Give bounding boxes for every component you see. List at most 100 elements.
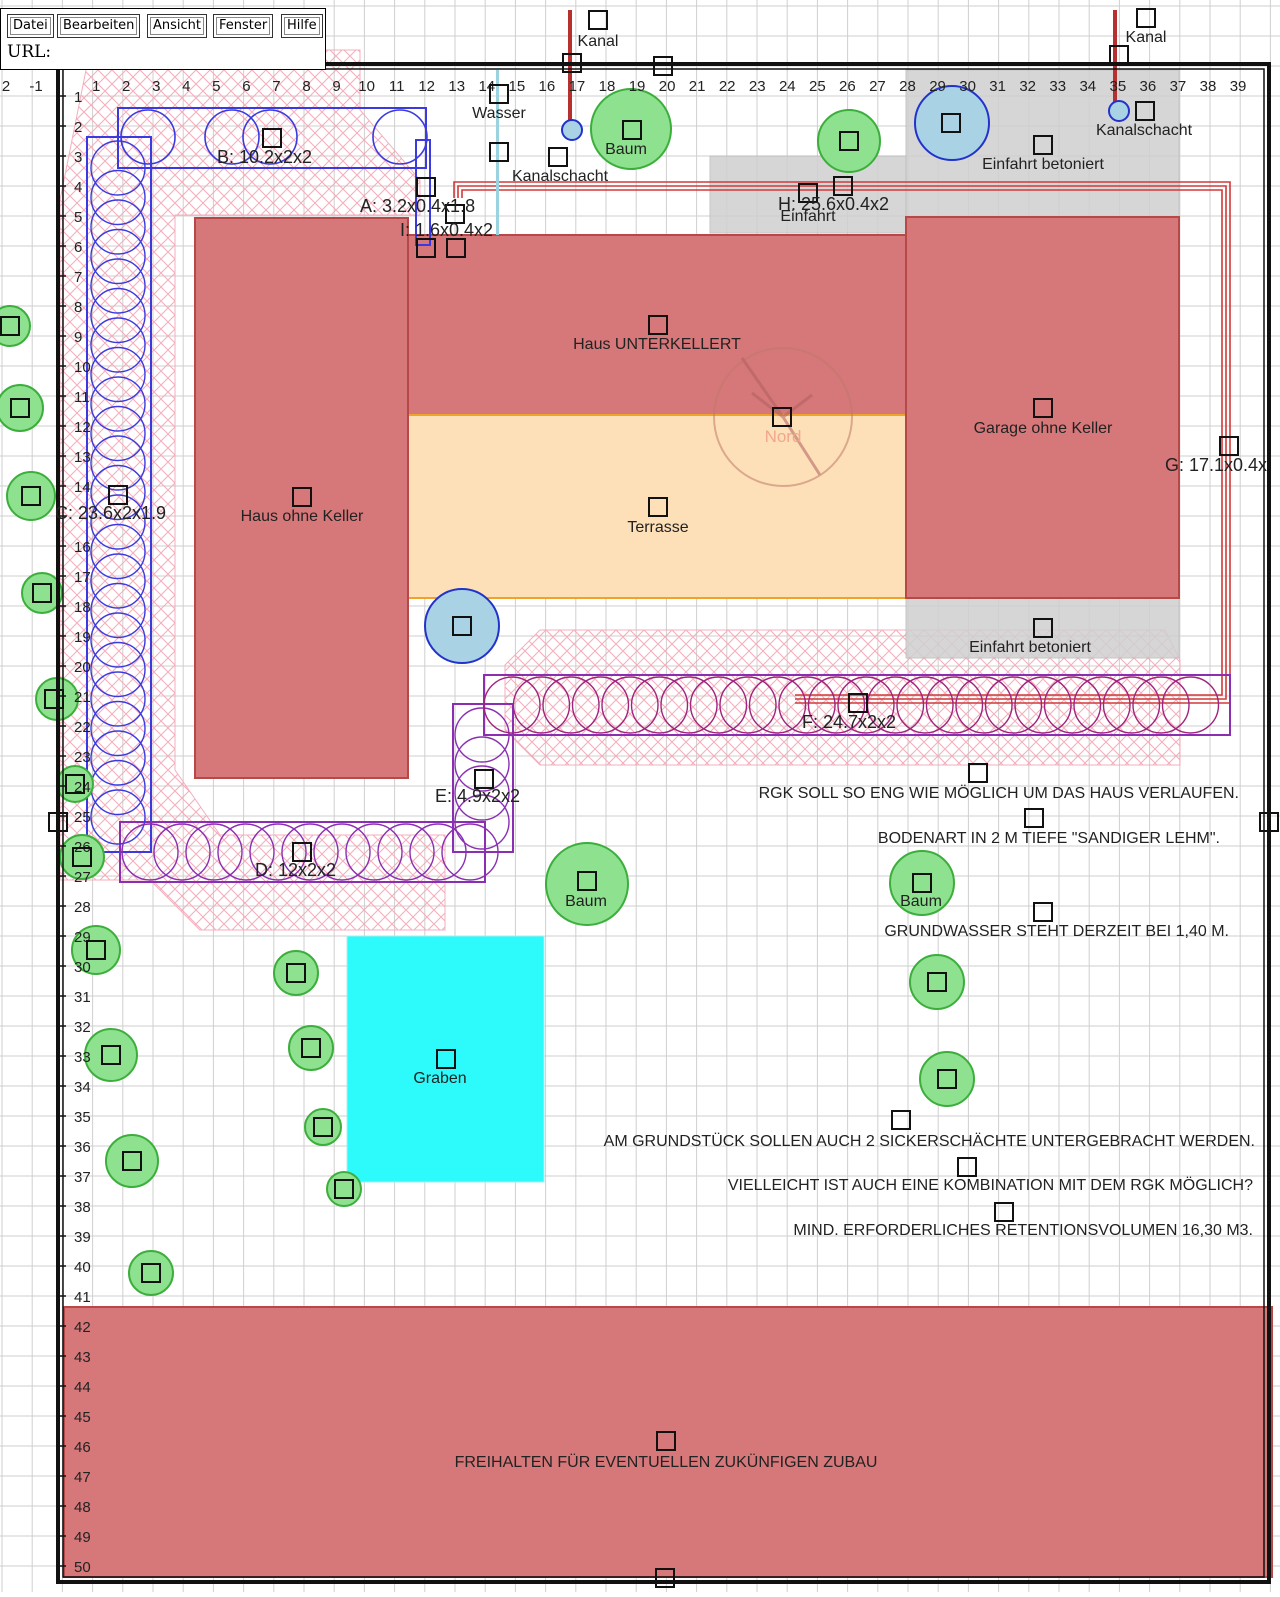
- selection-handle[interactable]: [941, 113, 961, 133]
- selection-handle[interactable]: [1033, 135, 1053, 155]
- tree[interactable]: [128, 1250, 174, 1296]
- selection-handle[interactable]: [839, 131, 859, 151]
- selection-handle[interactable]: [44, 689, 64, 709]
- selection-handle[interactable]: [416, 177, 436, 197]
- selection-handle[interactable]: [21, 486, 41, 506]
- selection-handle[interactable]: [1033, 902, 1053, 922]
- selection-handle[interactable]: [334, 1179, 354, 1199]
- sickerschacht[interactable]: [1108, 100, 1130, 122]
- selection-handle[interactable]: [489, 84, 509, 104]
- garage[interactable]: [905, 216, 1180, 599]
- selection-handle[interactable]: [1135, 101, 1155, 121]
- selection-handle[interactable]: [1109, 45, 1129, 65]
- selection-handle[interactable]: [108, 485, 128, 505]
- selection-handle[interactable]: [957, 1157, 977, 1177]
- selection-handle[interactable]: [10, 398, 30, 418]
- selection-handle[interactable]: [489, 142, 509, 162]
- selection-handle[interactable]: [577, 871, 597, 891]
- selection-handle[interactable]: [653, 56, 673, 76]
- selection-handle[interactable]: [1259, 812, 1279, 832]
- tree[interactable]: [919, 1051, 975, 1107]
- selection-handle[interactable]: [262, 128, 282, 148]
- tree[interactable]: [304, 1108, 342, 1146]
- selection-handle[interactable]: [445, 204, 465, 224]
- tree[interactable]: [273, 950, 319, 996]
- selection-handle[interactable]: [927, 972, 947, 992]
- selection-handle[interactable]: [65, 774, 85, 794]
- selection-handle[interactable]: [122, 1151, 142, 1171]
- selection-handle[interactable]: [474, 769, 494, 789]
- tree[interactable]: [326, 1171, 362, 1207]
- selection-handle[interactable]: [436, 1049, 456, 1069]
- tree[interactable]: [105, 1134, 159, 1188]
- selection-handle[interactable]: [562, 53, 582, 73]
- selection-handle[interactable]: [994, 1202, 1014, 1222]
- selection-handle[interactable]: [301, 1038, 321, 1058]
- selection-handle[interactable]: [1136, 8, 1156, 28]
- menu-bearbeiten[interactable]: Bearbeiten: [57, 14, 141, 38]
- selection-handle[interactable]: [968, 763, 988, 783]
- selection-handle[interactable]: [313, 1117, 333, 1137]
- house-without-basement[interactable]: [194, 217, 409, 779]
- selection-handle[interactable]: [891, 1110, 911, 1130]
- graben[interactable]: [346, 935, 545, 1183]
- house-with-basement[interactable]: [406, 234, 907, 416]
- tree[interactable]: [817, 109, 881, 173]
- tree[interactable]: [84, 1028, 138, 1082]
- selection-handle[interactable]: [772, 407, 792, 427]
- selection-handle[interactable]: [848, 693, 868, 713]
- menu-hilfe[interactable]: Hilfe: [281, 14, 323, 38]
- trench-circle: [90, 317, 146, 373]
- sickerschacht[interactable]: [561, 119, 583, 141]
- selection-handle[interactable]: [0, 316, 20, 336]
- selection-handle[interactable]: [32, 583, 52, 603]
- future-extension-area[interactable]: [63, 1306, 1273, 1578]
- menu-ansicht[interactable]: Ansicht: [147, 14, 208, 38]
- selection-handle[interactable]: [648, 315, 668, 335]
- hatch-zone-west: [59, 49, 446, 931]
- selection-handle[interactable]: [1024, 808, 1044, 828]
- selection-handle[interactable]: [86, 940, 106, 960]
- menu-fenster[interactable]: Fenster: [213, 14, 274, 38]
- selection-handle[interactable]: [1219, 436, 1239, 456]
- selection-handle[interactable]: [656, 1431, 676, 1451]
- selection-handle[interactable]: [292, 487, 312, 507]
- tree[interactable]: [0, 305, 31, 347]
- selection-handle[interactable]: [416, 238, 436, 258]
- tree[interactable]: [0, 384, 44, 432]
- selection-handle[interactable]: [912, 873, 932, 893]
- selection-handle[interactable]: [622, 120, 642, 140]
- selection-handle[interactable]: [48, 812, 68, 832]
- ruler-x-label: -1: [29, 78, 42, 95]
- selection-handle[interactable]: [446, 238, 466, 258]
- tree[interactable]: [288, 1025, 334, 1071]
- sickerschacht[interactable]: [914, 85, 990, 161]
- trench-h-label: H: 25.6x0.4x2: [778, 194, 889, 214]
- tree[interactable]: [889, 850, 955, 916]
- selection-handle[interactable]: [286, 963, 306, 983]
- selection-handle[interactable]: [588, 10, 608, 30]
- selection-handle[interactable]: [1033, 398, 1053, 418]
- tree[interactable]: [71, 925, 121, 975]
- selection-handle[interactable]: [141, 1263, 161, 1283]
- trench-i-label: I: 1.6x0.4x2: [400, 220, 493, 240]
- tree[interactable]: [6, 471, 56, 521]
- selection-handle[interactable]: [452, 616, 472, 636]
- selection-handle[interactable]: [101, 1045, 121, 1065]
- tree[interactable]: [590, 88, 672, 170]
- tree[interactable]: [909, 954, 965, 1010]
- selection-handle[interactable]: [937, 1069, 957, 1089]
- selection-handle[interactable]: [72, 847, 92, 867]
- selection-handle[interactable]: [548, 147, 568, 167]
- selection-handle[interactable]: [798, 183, 818, 203]
- sickerschacht[interactable]: [424, 588, 500, 664]
- menu-datei[interactable]: Datei: [7, 14, 54, 38]
- selection-handle[interactable]: [292, 842, 312, 862]
- selection-handle[interactable]: [833, 176, 853, 196]
- selection-handle[interactable]: [655, 1568, 675, 1588]
- tree[interactable]: [545, 842, 629, 926]
- selection-handle[interactable]: [1033, 618, 1053, 638]
- terrace[interactable]: [406, 414, 907, 599]
- selection-handle[interactable]: [648, 497, 668, 517]
